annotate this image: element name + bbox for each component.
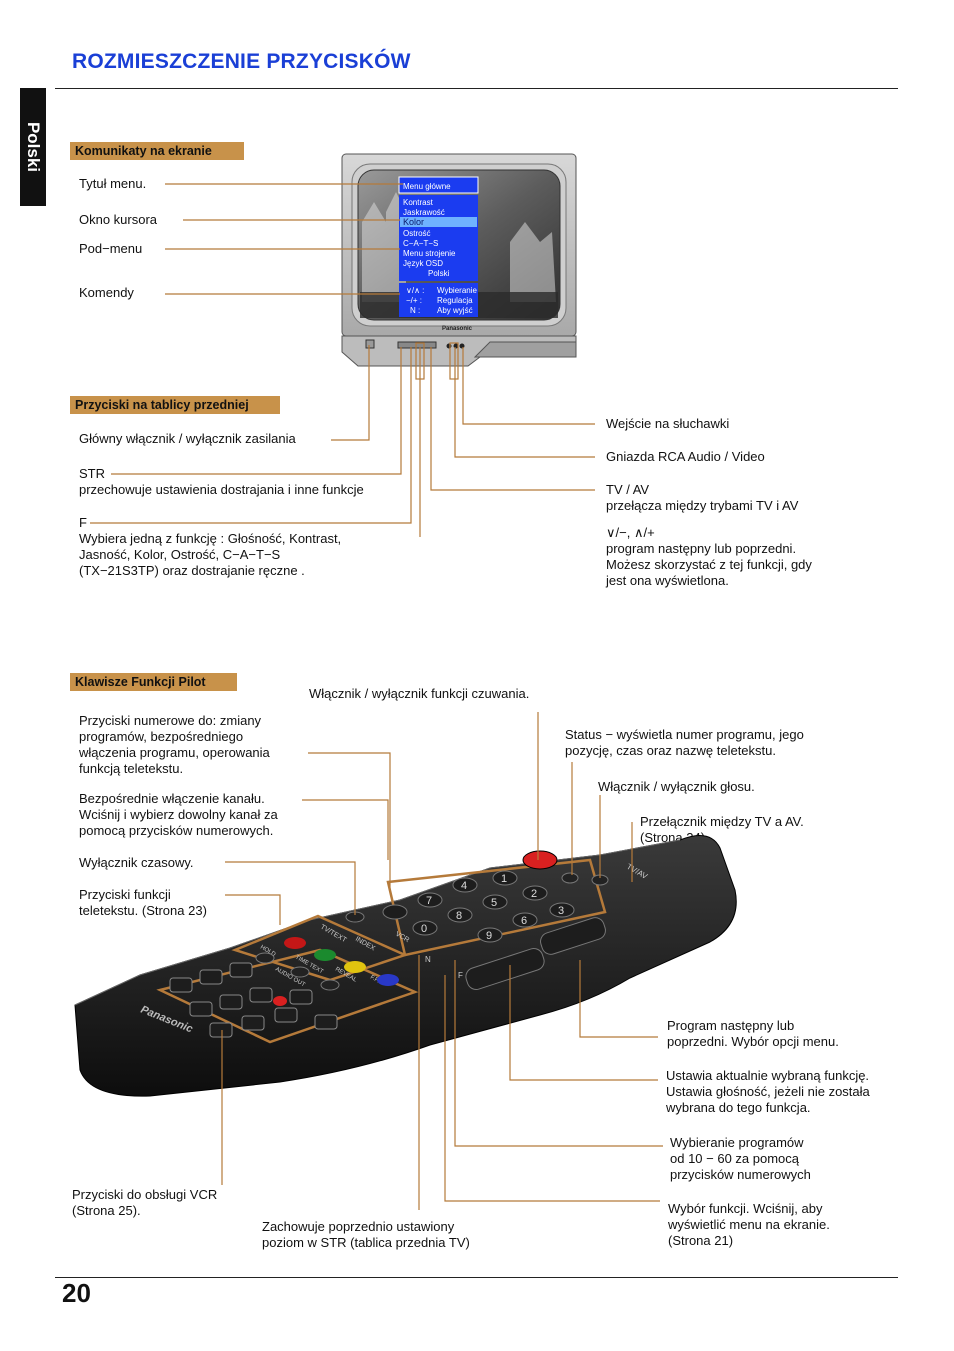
label-submenu: Pod−menu [79,241,143,256]
top-rule [55,88,898,89]
remote-key-3: 3 [558,905,564,917]
label-cursor-window: Okno kursora [79,212,158,227]
front-label-program: ∨/−, ∧/+ program następny lub poprzedni.… [606,525,812,588]
tv-item-contrast: Kontrast [403,198,434,207]
bottom-rule [55,1277,898,1278]
tv-power-switch [365,339,375,349]
tv-menu-title: Menu główne [403,182,451,191]
remote-label-vcr: Przyciski do obsługi VCR (Strona 25). [72,1187,218,1218]
remote-key-9: 9 [486,930,492,942]
front-label-rca: Gniazda RCA Audio / Video [606,449,765,464]
remote-label-direct-channel: Bezpośrednie włączenie kanału. Wciśnij i… [79,791,278,838]
section-onscreen-heading: Komunikaty na ekranie [70,142,244,160]
tv-item-color: Kolor [403,217,424,227]
tv-item-brightness: Jaskrawość [403,208,445,217]
remote-key-0: 0 [421,923,427,935]
front-label-str: STR przechowuje ustawienia dostrajania i… [79,466,364,497]
remote-label-f-key: F [458,971,463,980]
tv-item-polski: Polski [428,269,450,278]
page-title: ROZMIESZCZENIE PRZYCISKÓW [72,50,411,73]
remote-key-7: 7 [426,895,432,907]
remote-label-status: Status − wyświetla numer programu, jego … [565,727,804,758]
remote-label-normalize: Zachowuje poprzednio ustawiony poziom w … [262,1219,470,1250]
tv-item-tuning: Menu strojenie [403,249,456,258]
tv-cmd-key-2: −/+ : [406,296,422,305]
remote-key-4: 4 [461,880,467,892]
remote-label-volume: Ustawia aktualnie wybraną funkcję. Ustaw… [666,1068,870,1115]
remote-label-program-updown: Program następny lub poprzedni. Wybór op… [667,1018,839,1049]
tv-brand-logo: Panasonic [442,326,473,332]
remote-illustration: 1 2 3 4 5 6 7 8 9 0 TV/AV N F TV/TEXT IN… [74,835,737,1097]
remote-key-5: 5 [491,897,497,909]
section-front-heading: Przyciski na tablicy przedniej [70,396,280,414]
page-number: 20 [62,1278,91,1308]
front-label-tvav: TV / AV przełącza między trybami TV i AV [606,482,799,513]
tv-cmd-desc-3: Aby wyjść [437,306,473,315]
section-remote-heading: Klawisze Funkcji Pilot [70,673,237,691]
tv-cmd-key-1: ∨/∧ : [406,286,424,295]
tv-item-cats: C−A−T−S [403,239,438,248]
remote-label-sleep-timer: Wyłącznik czasowy. [79,855,194,870]
front-label-f: F Wybiera jedną z funkcję : Głośność, Ko… [79,515,342,578]
remote-label-n-key: N [425,955,431,964]
remote-label-teletext: Przyciski funkcji teletekstu. (Strona 23… [79,887,207,918]
front-label-power: Główny włącznik / wyłącznik zasilania [79,431,296,446]
tv-cmd-desc-1: Wybieranie [437,286,477,295]
remote-label-fp: F.P. [369,975,381,985]
tv-illustration: Menu główne Kontrast Jaskrawość Kolor Os… [341,153,577,367]
remote-label-standby: Włącznik / wyłącznik funkcji czuwania. [309,686,530,701]
language-tab: Polski [20,88,46,206]
remote-label-two-digit: Wybieranie programów od 10 − 60 za pomoc… [670,1135,811,1182]
remote-key-1: 1 [501,873,507,885]
remote-key-8: 8 [456,910,462,922]
label-commands: Komendy [79,285,134,300]
remote-label-mute: Włącznik / wyłącznik głosu. [598,779,755,794]
remote-label-numbers: Przyciski numerowe do: zmiany programów,… [79,713,270,776]
tv-cmd-key-3: N : [410,306,420,315]
front-label-headphones: Wejście na słuchawki [606,416,730,431]
tv-front-buttons [397,341,437,349]
label-menu-title: Tytuł menu. [79,176,147,191]
remote-key-2: 2 [531,888,537,900]
tv-item-osd-language: Język OSD [403,259,443,268]
remote-key-6: 6 [521,915,527,927]
remote-label-function: Wybór funkcji. Wciśnij, aby wyświetlić m… [668,1201,830,1248]
tv-item-sharpness: Ostrość [403,229,431,238]
tv-cmd-desc-2: Regulacja [437,296,473,305]
